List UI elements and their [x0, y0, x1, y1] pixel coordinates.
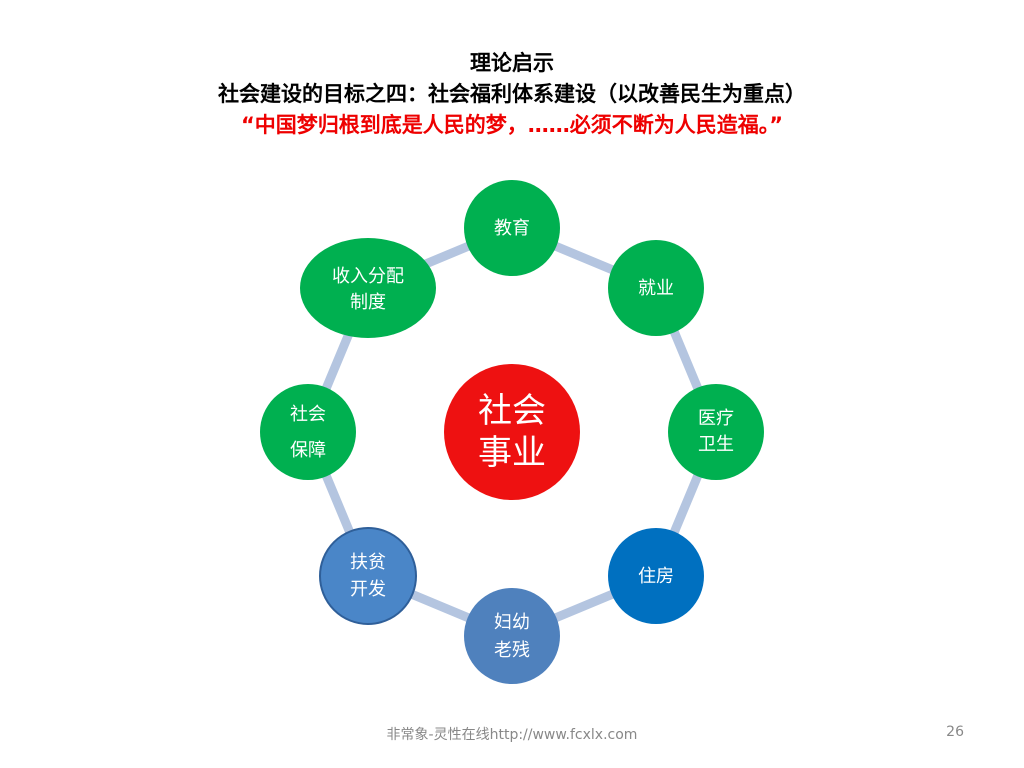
node-social-security: 社会 保障	[260, 384, 356, 480]
node-education-label: 教育	[494, 218, 530, 239]
node-employment-label: 就业	[638, 278, 674, 299]
node-education: 教育	[464, 180, 560, 276]
footer-source: 非常象-灵性在线http://www.fcxlx.com	[386, 727, 638, 743]
node-housing-label: 住房	[638, 566, 674, 587]
node-women-elderly-label-2: 老残	[494, 640, 530, 661]
node-social-security-label-2: 保障	[290, 440, 326, 461]
page-number: 26	[946, 724, 964, 740]
node-poverty-label-1: 扶贫	[350, 552, 386, 573]
title-line-1: 理论启示	[470, 51, 554, 75]
center-label-line-2: 事业	[478, 433, 546, 473]
title-line-2: 社会建设的目标之四：社会福利体系建设（以改善民生为重点）	[218, 82, 806, 106]
node-medical-label-2: 卫生	[698, 434, 734, 455]
node-income: 收入分配 制度	[300, 238, 436, 338]
node-women-elderly-label-1: 妇幼	[494, 612, 530, 633]
node-income-label-1: 收入分配	[332, 266, 404, 287]
node-poverty-label-2: 开发	[350, 579, 386, 600]
title-block: 理论启示 社会建设的目标之四：社会福利体系建设（以改善民生为重点） “中国梦归根…	[0, 48, 1024, 141]
node-social-security-label-1: 社会	[290, 404, 326, 425]
node-poverty: 扶贫 开发	[319, 527, 417, 625]
node-medical-label-1: 医疗	[698, 408, 734, 429]
node-employment: 就业	[608, 240, 704, 336]
title-quote: “中国梦归根到底是人民的梦，……必须不断为人民造福。”	[240, 113, 784, 137]
node-housing: 住房	[608, 528, 704, 624]
center-node: 社会 事业	[444, 364, 580, 500]
node-medical: 医疗 卫生	[668, 384, 764, 480]
center-label-line-1: 社会	[478, 391, 546, 431]
node-women-elderly: 妇幼 老残	[464, 588, 560, 684]
node-income-label-2: 制度	[350, 292, 386, 313]
